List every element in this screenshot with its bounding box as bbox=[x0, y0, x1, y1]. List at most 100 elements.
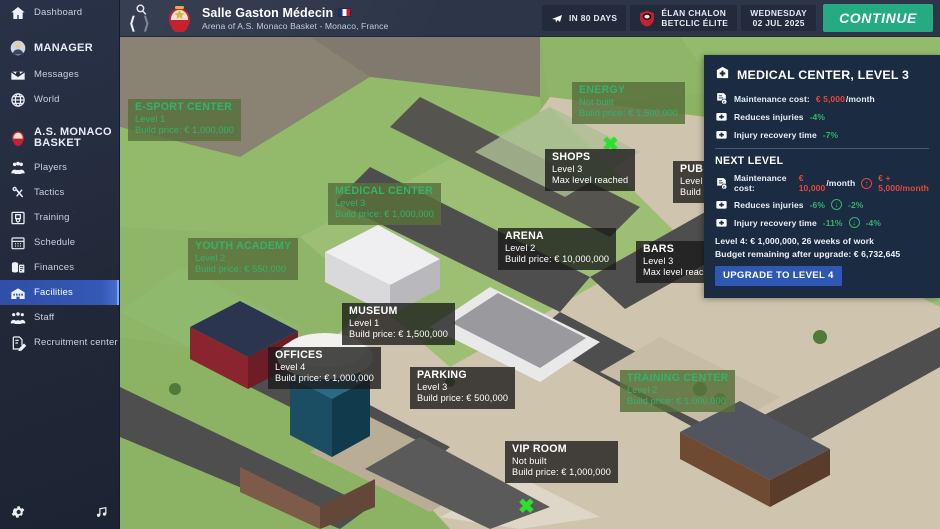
panel-title-row: MEDICAL CENTER, LEVEL 3 bbox=[715, 65, 929, 85]
top-header-bar: ⟨ ⟩ Salle Gaston Médecin Arena of A.S. M… bbox=[120, 0, 940, 37]
building-name: YOUTH ACADEMY bbox=[195, 240, 292, 252]
days-until-match-chip[interactable]: IN 80 DAYS bbox=[542, 5, 627, 31]
next-opponent-chip[interactable]: ÉLAN CHALON BETCLIC ÉLITE bbox=[630, 5, 738, 31]
budget-remaining-line: Budget remaining after upgrade: € 6,732,… bbox=[715, 249, 901, 259]
venue-name: Salle Gaston Médecin bbox=[202, 6, 388, 20]
sidebar-spacer bbox=[0, 25, 119, 34]
settings-gear-icon[interactable] bbox=[10, 504, 26, 525]
stat-delta: € + 5,000/month bbox=[878, 173, 929, 193]
building-name: ENERGY bbox=[579, 84, 626, 96]
building-price: Build price: € 1,000,000 bbox=[275, 373, 374, 383]
tactics-icon bbox=[9, 184, 26, 201]
stat-label: Maintenance cost: bbox=[734, 93, 810, 104]
club-crest-icon bbox=[9, 130, 26, 147]
finances-icon bbox=[9, 259, 26, 276]
sidebar-item-schedule[interactable]: Schedule bbox=[0, 230, 119, 255]
facilities-icon bbox=[9, 284, 26, 301]
building-price: Build price: € 1,000,000 bbox=[135, 125, 234, 135]
svg-text:€: € bbox=[723, 185, 726, 189]
stat-label: Reduces injuries bbox=[734, 199, 804, 210]
current-day: WEDNESDAY bbox=[750, 8, 808, 18]
search-icon[interactable] bbox=[135, 3, 148, 21]
calendar-icon bbox=[9, 234, 26, 251]
flag-france-icon bbox=[338, 8, 352, 17]
building-price: Max level reached bbox=[643, 267, 720, 277]
continue-button[interactable]: CONTINUE bbox=[823, 4, 933, 32]
players-icon bbox=[9, 159, 26, 176]
stat-value: -4% bbox=[809, 111, 826, 122]
next-level-stats: €Maintenance cost:€ 10,000/month↑€ + 5,0… bbox=[715, 173, 929, 229]
building-level: Not built bbox=[512, 455, 547, 466]
globe-icon bbox=[9, 91, 26, 108]
upgrade-to-level-button[interactable]: UPGRADE TO LEVEL 4 bbox=[715, 266, 842, 286]
sidebar-item-training[interactable]: Training bbox=[0, 205, 119, 230]
home-icon bbox=[9, 4, 26, 21]
sidebar-item-label: A.S. MONACO BASKET bbox=[34, 126, 112, 149]
sidebar-item-a-s-monaco-basket[interactable]: A.S. MONACO BASKET bbox=[0, 121, 119, 155]
stat-label: Maintenance cost: bbox=[734, 173, 787, 193]
build-plot-x-marker[interactable]: ✖ bbox=[518, 496, 535, 518]
upgrade-cost-line: Level 4: € 1,000,000, 26 weeks of work bbox=[715, 236, 875, 246]
medkit-icon bbox=[715, 216, 728, 229]
sidebar-item-label: Recruitment center bbox=[34, 337, 118, 348]
building-level: Level bbox=[680, 175, 703, 186]
plane-icon bbox=[552, 15, 562, 23]
sidebar-item-messages[interactable]: Messages bbox=[0, 62, 119, 87]
sidebar-item-manager[interactable]: MANAGER bbox=[0, 34, 119, 62]
sidebar-item-label: Staff bbox=[34, 312, 55, 323]
sidebar-item-label: Players bbox=[34, 162, 68, 173]
stat-suffix: /month bbox=[845, 93, 875, 104]
sidebar-item-players[interactable]: Players bbox=[0, 155, 119, 180]
sidebar-item-label: Finances bbox=[34, 262, 75, 273]
building-price: Build price: € 10,000,000 bbox=[505, 254, 610, 264]
as-monaco-crest-icon bbox=[166, 4, 193, 34]
building-price: Build price: € 1,000,000 bbox=[512, 467, 611, 477]
sidebar-item-facilities[interactable]: Facilities bbox=[0, 280, 119, 305]
building-price: Build price: € 1,000,000 bbox=[335, 209, 434, 219]
sidebar-item-world[interactable]: World bbox=[0, 87, 119, 112]
chevron-left-icon[interactable]: ⟨ bbox=[129, 13, 136, 33]
sidebar-item-tactics[interactable]: Tactics bbox=[0, 180, 119, 205]
sidebar-item-finances[interactable]: Finances bbox=[0, 255, 119, 280]
stat-value: € 5,000 bbox=[815, 93, 845, 104]
building-name: TRAINING CENTER bbox=[627, 372, 729, 384]
hospital-icon bbox=[715, 65, 730, 85]
building-price: Build price: € 550,000 bbox=[195, 264, 287, 274]
envelope-icon bbox=[9, 66, 26, 83]
music-note-icon[interactable] bbox=[95, 505, 108, 524]
venue-name-text: Salle Gaston Médecin bbox=[202, 5, 334, 20]
sidebar-item-dashboard[interactable]: Dashboard bbox=[0, 0, 119, 25]
building-name: E-SPORT CENTER bbox=[135, 101, 233, 113]
sidebar-item-label: Training bbox=[34, 212, 70, 223]
recruitment-icon bbox=[9, 334, 26, 351]
stat-delta: -4% bbox=[865, 217, 881, 228]
sidebar-item-label: Schedule bbox=[34, 237, 76, 248]
panel-title-text: MEDICAL CENTER, LEVEL 3 bbox=[737, 68, 910, 82]
building-level: Level 2 bbox=[505, 242, 536, 253]
opponent-text: ÉLAN CHALON BETCLIC ÉLITE bbox=[661, 8, 728, 28]
up-arrow-red-icon: ↑ bbox=[861, 177, 873, 189]
chevron-right-icon[interactable]: ⟩ bbox=[143, 13, 150, 33]
training-icon bbox=[9, 209, 26, 226]
sidebar-item-label: Tactics bbox=[34, 187, 65, 198]
building-name: SHOPS bbox=[552, 151, 591, 163]
current-date-chip[interactable]: WEDNESDAY 02 JUL 2025 bbox=[741, 5, 817, 31]
building-level: Not built bbox=[579, 96, 614, 107]
sidebar-item-staff[interactable]: Staff bbox=[0, 305, 119, 330]
sidebar-item-recruitment-center[interactable]: Recruitment center bbox=[0, 330, 119, 355]
